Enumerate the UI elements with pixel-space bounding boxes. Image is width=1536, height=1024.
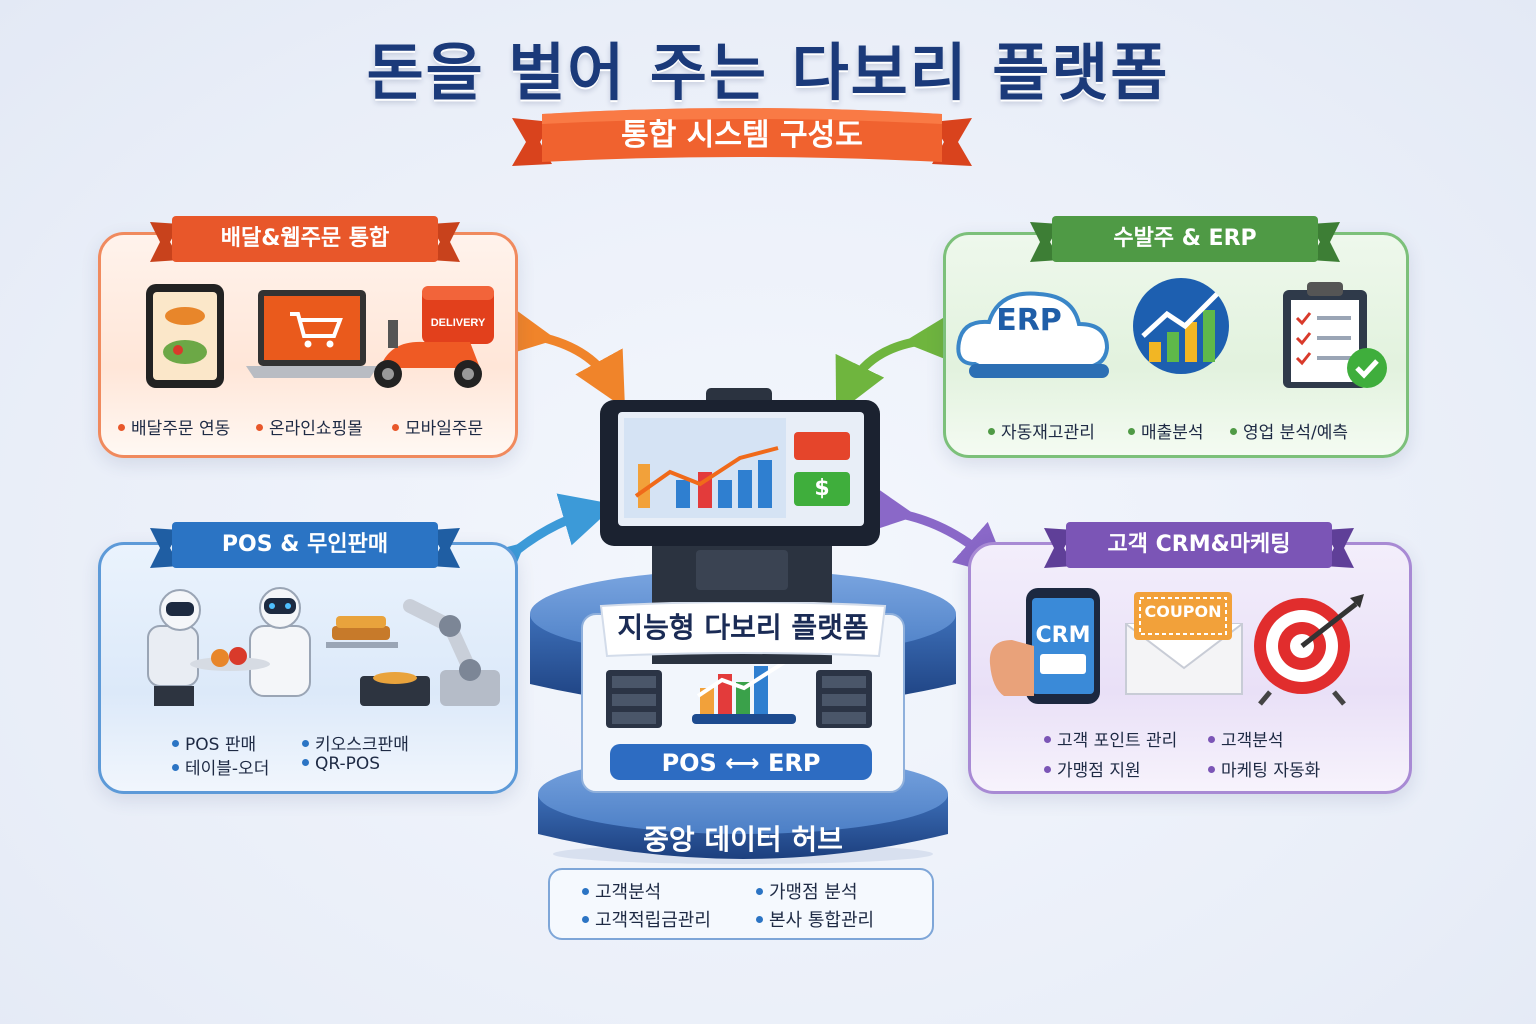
pos-terminal-icon (600, 388, 880, 664)
hub-label-plate (599, 602, 887, 658)
delivery-illustration: DELIVERY (146, 284, 494, 388)
crm-ribbon (1044, 522, 1354, 568)
screen-dollar-badge: $ (814, 476, 830, 501)
subtitle: 통합 시스템 구성도 (621, 118, 863, 153)
central-hub-label: 중앙 데이터 허브 (643, 823, 843, 856)
hub-bullet-1: 고객분석 (582, 878, 661, 904)
hub-bullet-3: 고객적립금관리 (582, 906, 711, 932)
arrow-erp (835, 310, 960, 415)
erp-bullet-3: 영업 분석/예측 (1230, 418, 1348, 443)
central-hub-illustration (530, 388, 956, 864)
delivery-ribbon (150, 216, 460, 262)
delivery-scooter-icon (374, 286, 494, 388)
server-robot-icon (190, 587, 311, 697)
platform-label: 지능형 다보리 플랫폼 (617, 611, 869, 644)
pos-title: POS & 무인판매 (221, 532, 389, 557)
delivery-bullet-1: 배달주문 연동 (118, 414, 230, 439)
crm-bullet-2: 고객분석 (1208, 726, 1284, 751)
erp-bullet-2: 매출분석 (1128, 418, 1204, 443)
growth-chart-icon (1133, 278, 1229, 374)
crm-bullet-4: 마케팅 자동화 (1208, 756, 1320, 781)
checklist-icon (1283, 282, 1387, 388)
crm-phone-label: CRM (1036, 623, 1091, 648)
cloud-icon (956, 291, 1110, 378)
crm-bullet-3: 가맹점 지원 (1044, 756, 1141, 781)
pos-ribbon (150, 522, 460, 568)
pos-erp-link-label: POS ⟷ ERP (661, 749, 821, 777)
crm-coupon-label: COUPON (1144, 602, 1221, 621)
hub-bullet-box: 고객분석 가맹점 분석 고객적립금관리 본사 통합관리 (548, 868, 934, 940)
smartphone-icon (989, 588, 1100, 704)
delivery-title: 배달&웹주문 통합 (220, 226, 390, 251)
pos-bullet-3: 테이블-오더 (172, 754, 269, 779)
erp-bullet-1: 자동재고관리 (988, 418, 1095, 443)
erp-title: 수발주 & ERP (1113, 226, 1257, 251)
erp-illustration: ERP (956, 278, 1387, 388)
subtitle-ribbon (512, 108, 972, 166)
coupon-envelope-icon (1125, 592, 1243, 695)
delivery-sign: DELIVERY (431, 317, 486, 329)
pos-erp-link-bar (610, 744, 872, 780)
page-title: 돈을 벌어 주는 다보리 플랫폼 (366, 36, 1170, 109)
robot-icon (147, 589, 201, 706)
laptop-cart-icon (246, 290, 378, 378)
hub-bullet-2: 가맹점 분석 (756, 878, 858, 904)
erp-ribbon (1030, 216, 1340, 262)
pos-bullet-2: 키오스크판매 (302, 730, 409, 755)
pos-illustration (147, 587, 500, 706)
hub-bar-chart-icon (692, 658, 796, 724)
server-icon-left (606, 670, 662, 728)
robot-arm-icon (360, 599, 500, 706)
hub-bullet-4: 본사 통합관리 (756, 906, 874, 932)
crm-title: 고객 CRM&마케팅 (1107, 532, 1291, 557)
arrow-delivery (498, 303, 626, 409)
crm-illustration: CRM COUPON (989, 588, 1364, 706)
server-icon-right (816, 670, 872, 728)
delivery-bullet-2: 온라인쇼핑몰 (256, 414, 363, 439)
target-icon (1254, 594, 1364, 706)
tablet-icon (146, 284, 224, 388)
erp-cloud-label: ERP (996, 303, 1062, 338)
pos-bullet-1: POS 판매 (172, 730, 256, 755)
food-tray-icon (326, 616, 398, 648)
pos-bullet-4: QR-POS (302, 754, 380, 774)
delivery-bullet-3: 모바일주문 (392, 414, 483, 439)
crm-bullet-1: 고객 포인트 관리 (1044, 726, 1177, 751)
